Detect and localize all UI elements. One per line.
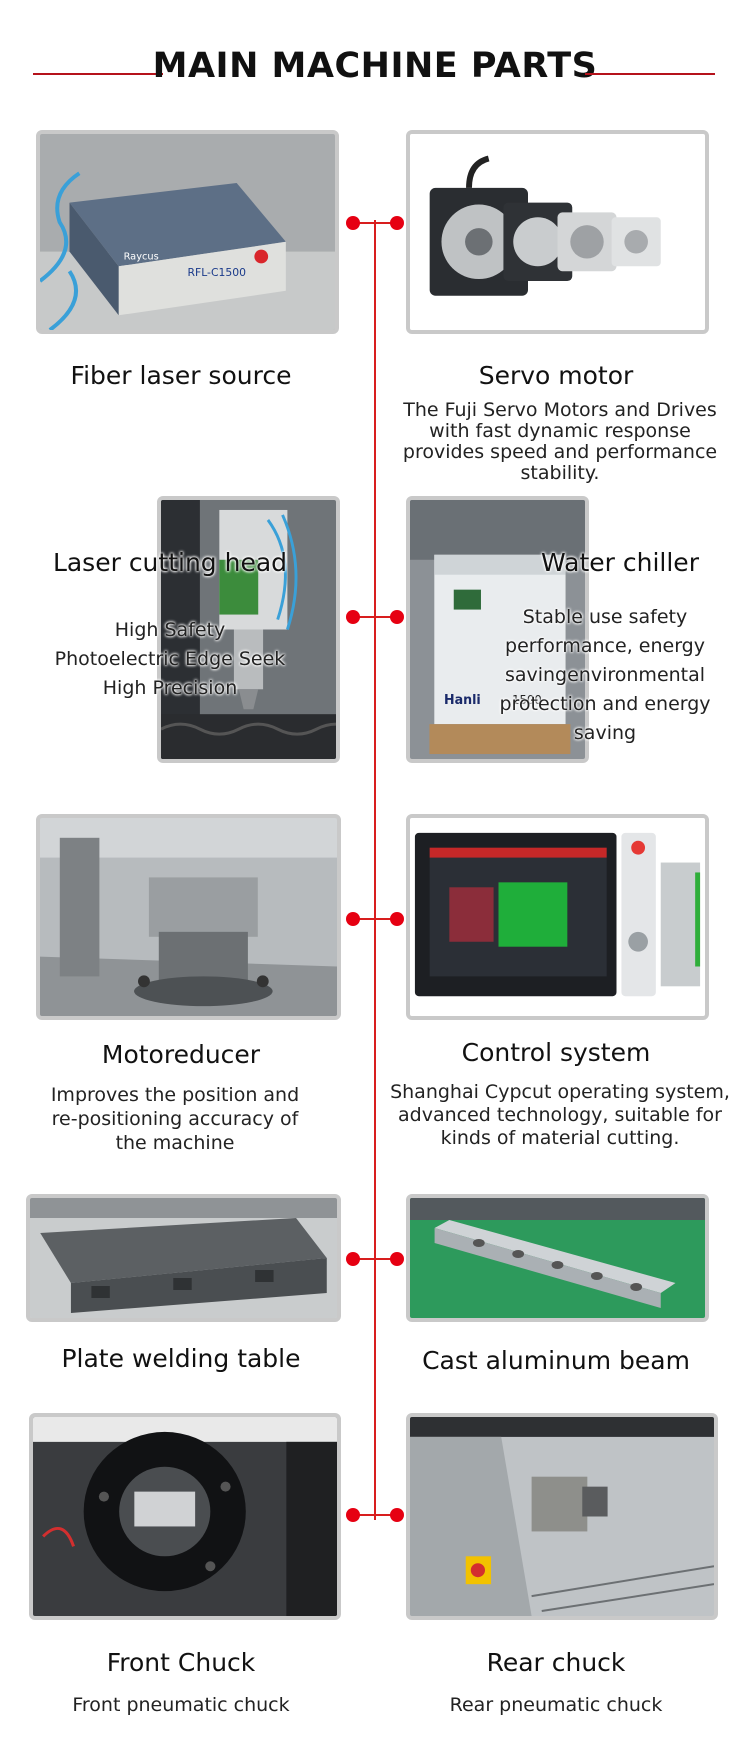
laser-cutting-head-description-line: High Precision <box>102 677 238 699</box>
control-system-title: Control system <box>461 1038 651 1067</box>
laser-brand-text: Raycus <box>124 251 159 262</box>
laser-model-text: RFL-C1500 <box>188 266 247 279</box>
timeline-dot <box>346 912 360 926</box>
title-rule-right <box>585 73 715 75</box>
cast-aluminum-beam-image <box>406 1194 709 1322</box>
timeline-dot <box>390 912 404 926</box>
fiber-laser-source-title: Fiber laser source <box>70 361 292 390</box>
water-chiller-description-line: savingenvironmental <box>504 664 706 686</box>
servo-motor-title: Servo motor <box>478 361 634 390</box>
control-system-description-line: kinds of material cutting. <box>440 1127 680 1149</box>
page-title: MAIN MACHINE PARTS <box>152 46 598 86</box>
title-rule-left <box>33 73 163 75</box>
control-system-description-line: Shanghai Cypcut operating system, <box>390 1081 730 1103</box>
water-chiller-description: Stable use safety performance, energy sa… <box>475 603 735 748</box>
water-chiller-description-line: saving <box>573 722 637 744</box>
front-chuck-image <box>29 1413 341 1620</box>
servo-motor-description-line: provides speed and performance <box>402 441 718 463</box>
timeline-dot <box>390 216 404 230</box>
motoreducer-description: Improves the position and re-positioning… <box>20 1083 330 1155</box>
timeline-connector <box>353 918 397 920</box>
motoreducer-image <box>36 814 341 1020</box>
plate-welding-table-image <box>26 1194 341 1322</box>
servo-motor-description-line: The Fuji Servo Motors and Drives <box>403 399 717 421</box>
plate-welding-table-title: Plate welding table <box>61 1344 301 1373</box>
laser-cutting-head-image <box>157 496 340 763</box>
servo-motor-description: The Fuji Servo Motors and Drives with fa… <box>380 400 740 484</box>
timeline-dot <box>346 216 360 230</box>
laser-cutting-head-title: Laser cutting head <box>52 548 288 577</box>
timeline-connector <box>353 1258 397 1260</box>
water-chiller-description-line: performance, energy <box>505 635 705 657</box>
motoreducer-description-line: re-positioning accuracy of <box>51 1108 299 1130</box>
motoreducer-description-line: Improves the position and <box>50 1084 300 1106</box>
water-chiller-description-line: Stable use safety <box>522 606 688 628</box>
chiller-model-text: 1500 <box>512 693 542 707</box>
rear-chuck-description: Rear pneumatic chuck <box>449 1694 663 1716</box>
water-chiller-description-line: protection and energy <box>499 693 711 715</box>
timeline-dot <box>390 1252 404 1266</box>
timeline-connector <box>353 1514 397 1516</box>
rear-chuck-image <box>406 1413 718 1620</box>
control-system-description: Shanghai Cypcut operating system, advanc… <box>380 1081 740 1150</box>
servo-motor-image <box>406 130 709 334</box>
timeline-dot <box>346 1508 360 1522</box>
servo-motor-description-line: stability. <box>520 462 600 484</box>
laser-cutting-head-description-line: High Safety <box>114 619 226 641</box>
front-chuck-title: Front Chuck <box>106 1648 256 1677</box>
control-system-description-line: advanced technology, suitable for <box>398 1104 722 1126</box>
laser-cutting-head-description: High Safety Photoelectric Edge Seek High… <box>20 616 320 703</box>
timeline-dot <box>346 1252 360 1266</box>
fiber-laser-source-image: RFL-C1500 Raycus <box>36 130 339 334</box>
rear-chuck-title: Rear chuck <box>486 1648 626 1677</box>
motoreducer-description-line: the machine <box>115 1132 235 1154</box>
timeline-dot <box>390 1508 404 1522</box>
servo-motor-description-line: with fast dynamic response <box>429 420 691 442</box>
control-system-image <box>406 814 709 1020</box>
front-chuck-description: Front pneumatic chuck <box>72 1694 290 1716</box>
water-chiller-image: Hanli 1500 <box>406 496 589 763</box>
timeline-connector <box>353 616 397 618</box>
chiller-brand-text: Hanli <box>444 693 481 708</box>
laser-cutting-head-description-line: Photoelectric Edge Seek <box>54 648 286 670</box>
timeline-dot <box>346 610 360 624</box>
timeline-connector <box>353 222 397 224</box>
cast-aluminum-beam-title: Cast aluminum beam <box>422 1346 690 1375</box>
motoreducer-title: Motoreducer <box>101 1040 261 1069</box>
water-chiller-title: Water chiller <box>541 548 699 577</box>
timeline-dot <box>390 610 404 624</box>
timeline-line <box>374 220 376 1520</box>
